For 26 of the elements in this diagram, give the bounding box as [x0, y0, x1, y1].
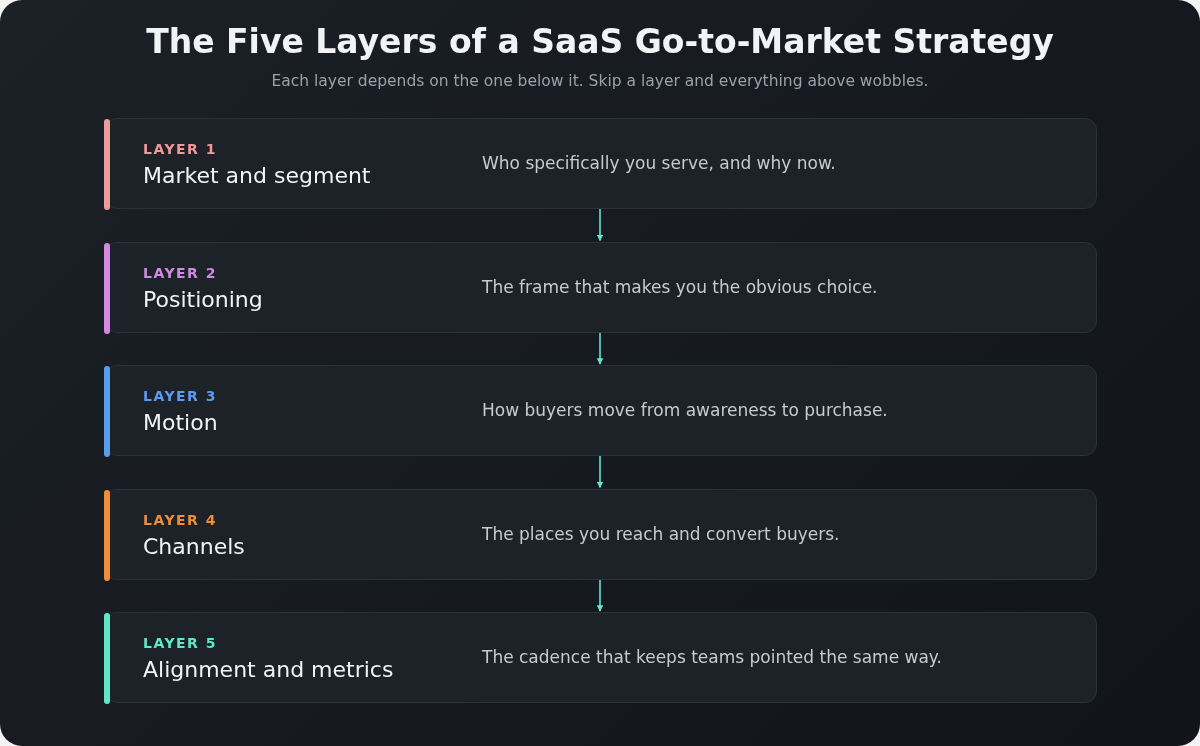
- arrow: [596, 208, 604, 242]
- layer-description: The cadence that keeps teams pointed the same way.: [482, 647, 942, 667]
- layer-number: LAYER 3: [143, 388, 217, 404]
- arrow: [596, 455, 604, 489]
- layer-number: LAYER 4: [143, 511, 217, 528]
- layer-name: Positioning: [143, 286, 263, 312]
- layer-card: [105, 365, 1097, 456]
- title: The Five Layers of a SaaS Go-to-Market Strategy: [145, 22, 1055, 61]
- layer-card: [105, 488, 1097, 580]
- layer-number: LAYER 2: [143, 264, 217, 281]
- layer-description: The places you reach and convert buyers.: [482, 523, 840, 544]
- layer-card: [105, 118, 1097, 209]
- arrow: [596, 331, 604, 365]
- layer-name: Alignment and metrics: [143, 657, 394, 682]
- layer-card: [105, 612, 1097, 703]
- layer-description: How buyers move from awareness to purchase.: [482, 400, 888, 420]
- layer-number: LAYER 1: [143, 141, 217, 157]
- layer-name: Channels: [143, 533, 245, 559]
- layer-name: Market and segment: [143, 163, 371, 188]
- layer-description: Who specifically you serve, and why now.: [482, 153, 836, 173]
- layer-name: Motion: [143, 410, 218, 435]
- subtitle: Each layer depends on the one below it. Skip a layer and everything above wobbles.: [270, 72, 930, 90]
- layer-description: The frame that makes you the obvious choice.: [482, 276, 878, 297]
- layer-card: [105, 241, 1097, 333]
- arrow: [596, 578, 604, 612]
- layer-number: LAYER 5: [143, 635, 217, 651]
